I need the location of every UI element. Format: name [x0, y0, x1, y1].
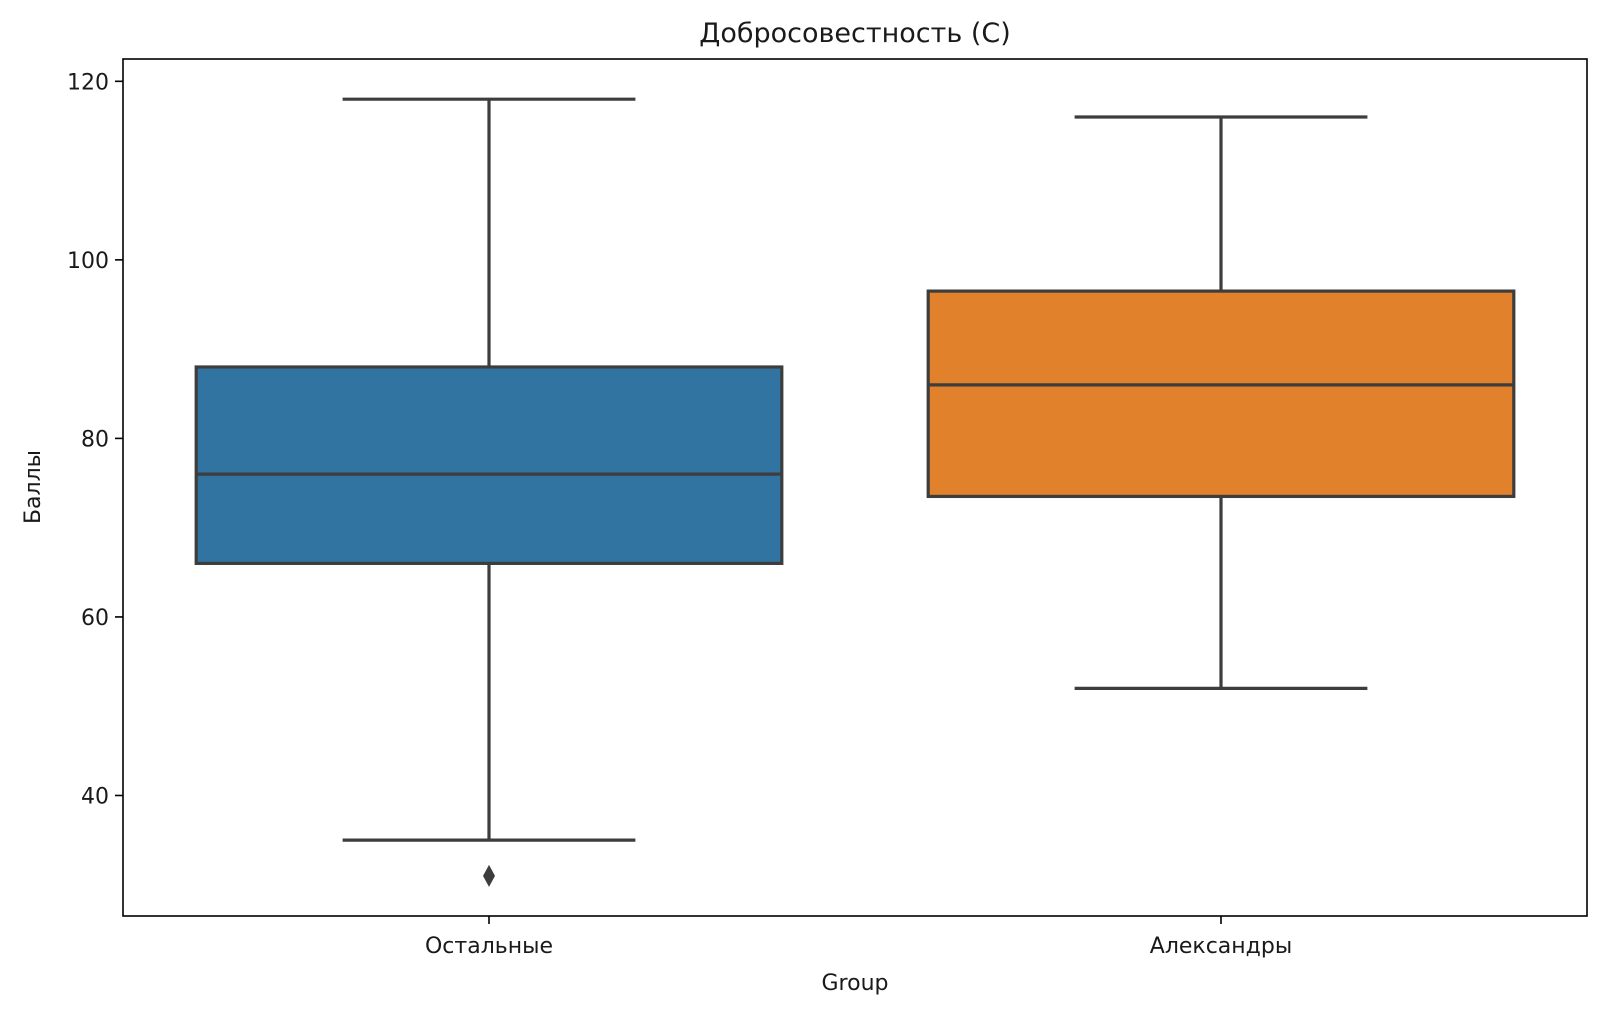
y-tick-label: 60 — [81, 606, 109, 631]
y-tick-label: 80 — [81, 427, 109, 452]
x-tick-label: Александры — [1150, 934, 1292, 959]
plot-area — [122, 58, 1588, 917]
box-group — [194, 97, 784, 887]
x-axis-label: Group — [822, 971, 889, 996]
boxes — [194, 97, 1516, 887]
outlier-point — [483, 864, 495, 887]
iqr-box — [926, 289, 1516, 499]
y-axis-label: Баллы — [21, 450, 46, 524]
y-tick-label: 40 — [81, 784, 109, 809]
iqr-box — [194, 365, 784, 565]
y-tick-label: 100 — [67, 249, 109, 274]
y-axis: 40 60 80 100 120 — [67, 70, 123, 809]
chart-title: Добросовестность (C) — [699, 18, 1011, 49]
y-tick-label: 120 — [67, 70, 109, 95]
x-axis: Остальные Александры — [425, 916, 1292, 959]
x-tick-label: Остальные — [425, 934, 553, 959]
box-group — [926, 115, 1516, 690]
